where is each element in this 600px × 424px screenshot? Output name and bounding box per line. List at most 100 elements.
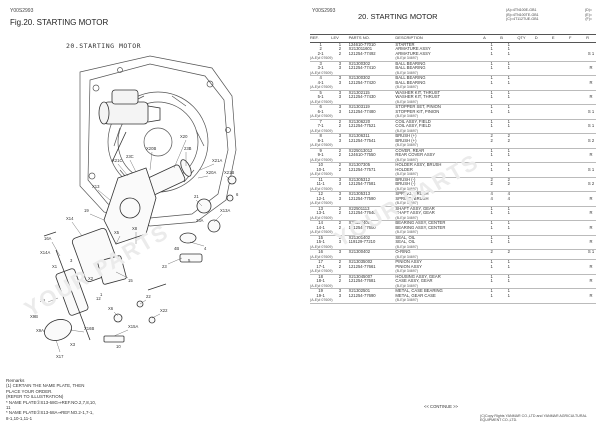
part-b: 1: [507, 108, 510, 114]
part-no: X21306220: [348, 118, 371, 124]
part-lev: 2: [338, 273, 342, 279]
part-no: 121254-77410: [348, 65, 376, 70]
part-lev: 3: [338, 133, 342, 138]
model-legend: (A)=4TN100E-GB1(D)= (B)=4TN100TE-GB1(E)=…: [506, 8, 592, 22]
engine-housing-drawing: [79, 55, 237, 227]
serial-note: (B-E)# 34697): [395, 215, 596, 221]
callout: 16A: [44, 236, 52, 241]
part-b: 1: [507, 65, 510, 70]
part-r: S 1: [587, 50, 595, 56]
callout: X3: [70, 342, 76, 347]
callout: X21C: [112, 158, 122, 163]
remarks-line: 11: [6, 405, 11, 411]
header-part-no: PARTS NO.: [348, 34, 396, 43]
part-b: 1: [507, 118, 510, 124]
part-ref: 15: [318, 234, 323, 240]
callout: 10: [116, 344, 121, 349]
header-r: R: [586, 34, 596, 43]
serial-note-row: (A-E)# 07609)(B-E)# 34697): [310, 99, 596, 105]
part-b: 2: [507, 176, 510, 182]
part-r: R: [589, 224, 593, 230]
part-b: 1: [507, 273, 510, 279]
part-desc: HOLDER ASSY, BRUSH: [395, 162, 442, 167]
part-desc: BRUSH (-): [395, 176, 416, 182]
part-a: 4: [490, 195, 493, 201]
header-description: DESCRIPTION: [395, 34, 484, 43]
part-lev: 2: [338, 220, 342, 225]
part-r: R: [589, 292, 593, 298]
part-no: X225013012: [348, 147, 373, 153]
serial-note-row: (A-E)# 07609)(B-E)# 34697): [310, 201, 596, 207]
serial-note: (B-E)# 34697): [395, 269, 596, 275]
callout: 4B: [174, 246, 179, 251]
serial-note: (A-E)# 07609): [310, 298, 396, 304]
part-desc: BALL BEARING: [395, 60, 426, 66]
part-ref: 4-1: [317, 79, 324, 85]
part-lev: 3: [338, 292, 342, 298]
callout: X21A: [212, 158, 222, 163]
part-lev: 3: [338, 195, 342, 201]
serial-note: (A-E)# 07609): [310, 269, 396, 275]
part-ref: 13-1: [316, 210, 325, 215]
remarks-line: * NAME PLATE①S13-68G⇒REF.NO.2,7,8,10,: [6, 399, 97, 405]
part-a: 1: [490, 79, 493, 85]
callout: X21B: [224, 170, 234, 175]
part-no: X21305313: [348, 191, 371, 196]
exploded-parts-drawing: [43, 159, 237, 343]
part-no: X21300302: [348, 75, 371, 80]
header-ref: REF.: [310, 34, 332, 43]
part-a: 1: [490, 65, 493, 70]
part-ref: 19-1: [316, 292, 325, 298]
header-qty-d: D: [534, 34, 552, 43]
exploded-diagram: X21C 23C X20B X20 23B X20A X21A X21B 21 …: [30, 55, 239, 359]
part-lev: 2: [338, 123, 342, 128]
serial-note-row: (A-E)# 07609)(B-E)# 34697): [310, 186, 596, 192]
part-ref: 2: [319, 46, 322, 51]
callout: X8: [132, 226, 138, 231]
part-desc: PINION ASSY: [395, 263, 422, 269]
part-lev: 2: [338, 210, 342, 215]
part-lev: 3: [338, 104, 342, 109]
part-no: 121254-77600: [348, 224, 376, 230]
model-line: (C)=4T112TUE-GB1(F)=: [506, 17, 592, 22]
part-b: 2: [507, 181, 510, 186]
part-b: 1: [507, 205, 510, 211]
part-b: 1: [507, 239, 510, 244]
serial-note: (B-E)# 34697): [395, 201, 596, 207]
part-ref: 8-1: [317, 137, 324, 143]
serial-note-row: (A-E)# 07609)(B-E)# 34697): [310, 114, 596, 120]
part-desc: SPRING, BRUSH: [395, 191, 429, 196]
model-code: (B)=4TN100TE-GB1: [506, 12, 539, 17]
part-ref: 3-1: [317, 65, 324, 70]
part-desc: BRUSH (+): [395, 133, 417, 138]
part-b: 1: [507, 75, 510, 80]
part-b: 1: [507, 288, 510, 293]
part-lev: 2: [338, 50, 342, 56]
serial-note: (B-E)# 34697): [395, 186, 596, 192]
callout: 12: [96, 296, 101, 301]
part-ref: 9-1: [317, 152, 324, 157]
right-page: Y00S2993 20. STARTING MOTOR (A)=4TN100E-…: [300, 0, 600, 424]
serial-note: (A-E)# 07609): [310, 85, 396, 91]
part-r: R: [589, 239, 593, 244]
part-lev: 3: [338, 288, 342, 293]
serial-note: (B-E)# 34697): [395, 85, 596, 91]
part-no: X21300402: [348, 249, 371, 254]
part-desc: METAL, GEAR CASE: [395, 292, 436, 298]
callout: X20: [180, 134, 188, 139]
part-ref: 14: [318, 220, 323, 225]
part-a: 1: [490, 205, 493, 211]
part-r: R: [589, 195, 593, 201]
serial-note: (A-E)# 07609): [310, 114, 396, 120]
part-lev: 3: [338, 65, 342, 70]
part-a: 1: [490, 89, 493, 95]
left-page-code: Y00S2993: [10, 8, 34, 14]
serial-note-row: (A-E)# 07609)(B-E)# 34697): [310, 254, 596, 260]
callout: X14A: [40, 250, 50, 255]
header-qty-f: F: [569, 34, 587, 43]
